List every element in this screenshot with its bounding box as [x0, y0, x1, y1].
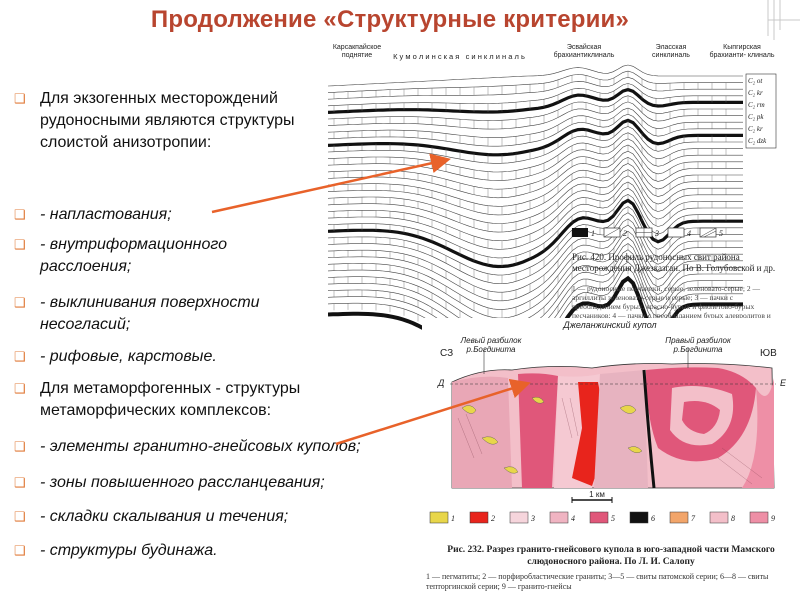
- anticline1-label: Эсвайская брахиантиклиналь: [553, 44, 615, 59]
- strata-label: C₂ kr: [748, 89, 763, 97]
- right-label: Правый разбилок р.Богдинита: [665, 336, 731, 354]
- stratum-line: [328, 243, 743, 327]
- left-label: Левый разбилок р.Богдинита: [460, 336, 522, 354]
- bullet-item: ❑ - зоны повышенного рассланцевания;: [14, 472, 444, 494]
- bullet-chevron-icon: ❑: [14, 543, 26, 558]
- dome-legend-number: 8: [731, 514, 735, 523]
- bullet-chevron-icon: ❑: [14, 381, 26, 396]
- bullet-item: ❑ - выклинивания поверхности несогласий;: [14, 294, 260, 333]
- profile-caption: Рис. 420. Профиль рудоносных свит района…: [572, 252, 776, 273]
- bullet-item: ❑ - напластования;: [14, 204, 324, 226]
- dome-legend-number: 6: [651, 514, 655, 523]
- stratum-line: [328, 187, 743, 250]
- stratum-line: [328, 261, 743, 332]
- nw-label: СЗ: [440, 348, 454, 359]
- bullet-item: ❑ - складки скалывания и течения;: [14, 506, 444, 528]
- dome-legend-number: 9: [771, 514, 775, 523]
- bullet-item: ❑ Для метаморфогенных - структуры метамо…: [14, 380, 301, 419]
- stratum-line: [328, 113, 743, 147]
- stratum-line: [328, 76, 743, 100]
- stratum-line: [328, 126, 743, 164]
- strata-label-boxes: [745, 73, 777, 149]
- stratum-line: [328, 95, 743, 121]
- dome-legend-number: 4: [571, 514, 575, 523]
- bullet-item: ❑ Для экзогенных месторождений рудоносны…: [14, 90, 295, 151]
- bullet-item: ❑ - элементы гранитно-гнейсовых куполов;: [14, 436, 444, 458]
- strata-label: C₂ pk: [748, 113, 764, 121]
- strata-label: C₂ dzk: [748, 137, 767, 145]
- dome-legend-text: 1 — пегматиты; 2 — порфиробластические г…: [426, 572, 769, 591]
- stratum-line: [328, 118, 743, 157]
- profile-legend-number: 1: [591, 229, 595, 238]
- stratum-line: [328, 267, 743, 332]
- scale-label: 1 км: [589, 490, 605, 499]
- corner-decoration: [767, 0, 800, 40]
- point-e-label: Е: [780, 378, 787, 388]
- dome-legend-number: 1: [451, 514, 455, 523]
- stratum-line: [328, 64, 743, 87]
- dome-legend-number: 7: [691, 514, 696, 523]
- strata-label: C₂ rm: [748, 101, 765, 109]
- profile-legend-number: 2: [623, 229, 627, 238]
- bullet-chevron-icon: ❑: [14, 349, 26, 364]
- stratum-line: [328, 87, 743, 114]
- stratum-line: [328, 237, 743, 319]
- stratum-line: [328, 101, 743, 130]
- profile-legend: [572, 227, 717, 238]
- stratum-line: [328, 230, 743, 310]
- syncline-label: К у м о л и н с к а я с и н к л и н а л …: [393, 52, 525, 61]
- dome-section: [451, 363, 775, 489]
- bullet-item: ❑ - структуры будинажа.: [14, 540, 444, 562]
- dome-label: Джеланжинский купол: [563, 320, 657, 330]
- stratum-line: [328, 224, 743, 302]
- point-d-label: Д: [438, 378, 445, 388]
- bullet-item: ❑ - рифовые, карстовые.: [14, 346, 324, 368]
- strata-label: C₂ ot: [748, 77, 763, 85]
- bullet-chevron-icon: ❑: [14, 475, 26, 490]
- stratum-line: [328, 107, 743, 139]
- profile-legend-number: 3: [654, 229, 659, 238]
- profile-legend-number: 5: [719, 229, 723, 238]
- basement-boundary: [328, 275, 743, 332]
- anticline2-label: Кыпгирская брахианти- клиналь: [709, 44, 775, 59]
- stratum-line: [328, 132, 743, 173]
- stratum-line: [328, 193, 743, 259]
- stratum-line: [328, 83, 743, 107]
- uplift-label: Карсакпайское поднятие: [332, 44, 382, 59]
- se-label: ЮВ: [760, 348, 777, 359]
- stratum-line: [328, 212, 743, 285]
- dome-legend-number: 2: [491, 514, 495, 523]
- bullet-chevron-icon: ❑: [14, 237, 26, 252]
- scale-bar: [571, 497, 613, 503]
- dome-legend-number: 3: [530, 514, 535, 523]
- syncline2-label: Эласская синклиналь: [652, 44, 690, 59]
- profile-legend-number: 4: [687, 229, 691, 238]
- dome-legend: [429, 511, 769, 524]
- stratum-line: [328, 70, 743, 93]
- strata-label: C₂ kr: [748, 125, 763, 133]
- bullet-chevron-icon: ❑: [14, 207, 26, 222]
- bullet-chevron-icon: ❑: [14, 439, 26, 454]
- bullet-chevron-icon: ❑: [14, 91, 26, 106]
- dome-legend-number: 5: [611, 514, 615, 523]
- bullet-chevron-icon: ❑: [14, 295, 26, 310]
- dome-caption: Рис. 232. Разрез гранито-гнейсового купо…: [447, 545, 775, 567]
- slide-title: Продолжение «Структурные критерии»: [150, 6, 630, 33]
- stratum-line: [328, 218, 743, 293]
- bullet-item: ❑ - внутриформационного расслоения;: [14, 236, 227, 275]
- bullet-chevron-icon: ❑: [14, 509, 26, 524]
